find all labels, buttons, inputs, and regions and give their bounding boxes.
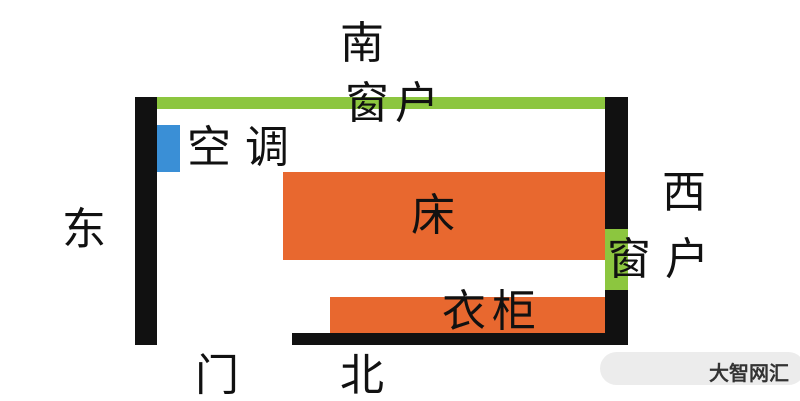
east-wall — [135, 97, 157, 345]
south-window-label: 窗户 — [345, 78, 445, 129]
air-conditioner-label: 空调 — [187, 122, 303, 173]
watermark: 大智网汇 — [600, 352, 800, 385]
west-window-label: 窗户 — [607, 234, 723, 285]
east-label: 东 — [62, 204, 112, 255]
west-wall-lower — [605, 290, 628, 345]
air-conditioner — [157, 125, 180, 172]
west-window — [605, 229, 628, 290]
watermark-text: 大智网汇 — [709, 361, 789, 385]
south-window — [157, 97, 605, 109]
bed-label: 床 — [411, 190, 461, 241]
door-label: 门 — [195, 350, 245, 401]
bed — [283, 172, 605, 260]
west-label: 西 — [662, 167, 712, 218]
wardrobe — [330, 297, 605, 333]
wardrobe-label: 衣柜 — [442, 286, 542, 337]
south-label: 南 — [340, 18, 390, 69]
north-wall — [292, 333, 628, 345]
north-label: 北 — [340, 350, 390, 401]
west-wall-upper — [605, 97, 628, 229]
